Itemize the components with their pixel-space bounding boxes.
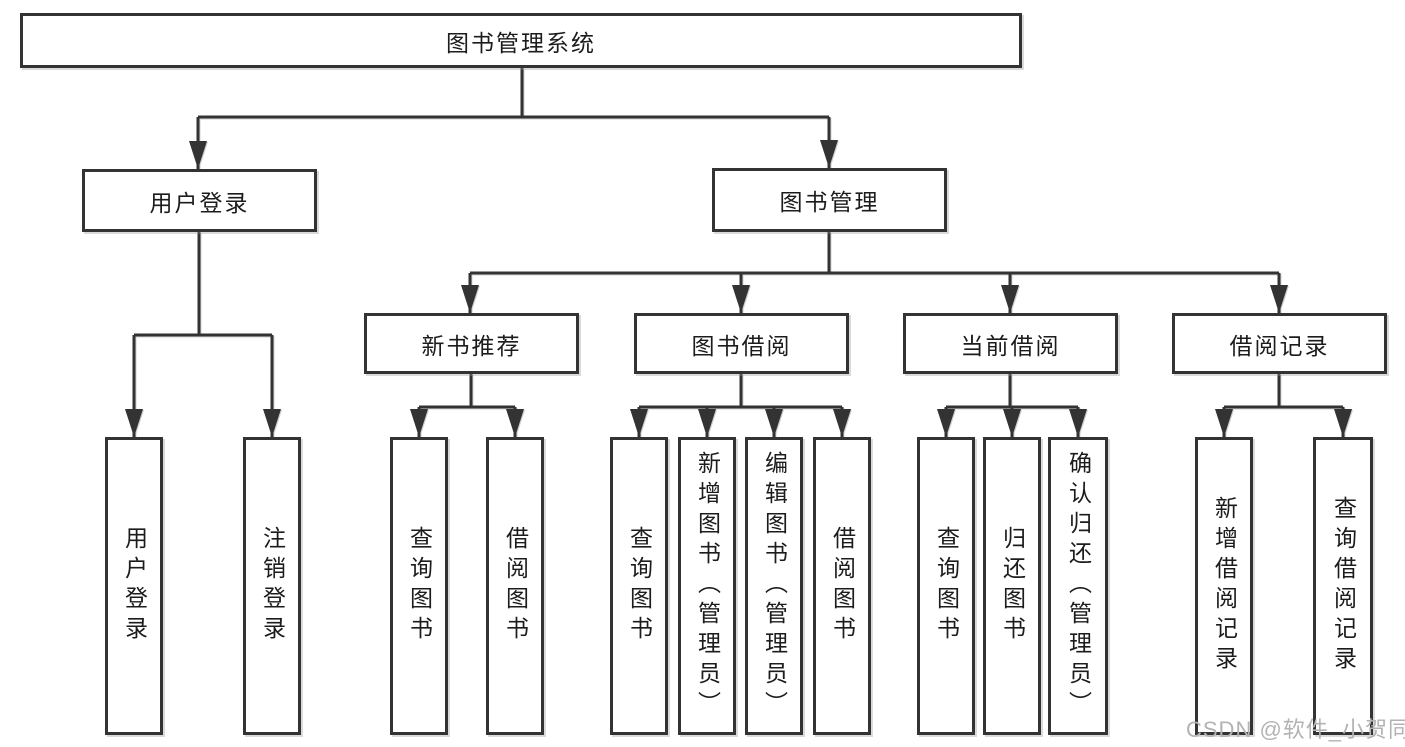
node-library-system: 图书管理系统: [20, 13, 1022, 68]
leaf-label: 用户登录: [121, 526, 148, 646]
node-label: 新书推荐: [421, 332, 522, 359]
node-book-management: 图书管理: [712, 168, 947, 232]
node-user-login: 用户登录: [82, 169, 317, 232]
arrow-down-icon: [1069, 409, 1087, 437]
csdn-watermark: CSDN @软件_小贺同学: [1186, 717, 1405, 742]
node-label: 用户登录: [149, 189, 250, 216]
leaf-borrow-book: 借阅图书: [813, 437, 871, 735]
leaf-user-login: 用户登录: [105, 437, 163, 735]
arrow-down-icon: [189, 141, 207, 169]
arrow-down-icon: [833, 409, 851, 437]
node-label: 当前借阅: [960, 332, 1061, 359]
node-label: 图书管理: [779, 189, 880, 215]
leaf-label: 查询图书: [626, 526, 653, 646]
leaf-return-book: 归还图书: [983, 437, 1041, 735]
node-book-borrow: 图书借阅: [634, 313, 849, 374]
arrow-down-icon: [630, 409, 648, 437]
arrow-down-icon: [820, 140, 838, 168]
arrow-down-icon: [698, 409, 716, 437]
node-label: 图书借阅: [691, 332, 792, 359]
leaf-label: 确认归还（管理员）: [1065, 451, 1092, 721]
leaf-label: 注销登录: [259, 526, 286, 646]
leaf-label: 查询图书: [933, 526, 960, 646]
arrow-down-icon: [1334, 409, 1352, 437]
arrow-down-icon: [765, 409, 783, 437]
leaf-label: 编辑图书（管理员）: [761, 451, 788, 721]
node-new-book-recommend: 新书推荐: [364, 313, 579, 374]
arrow-down-icon: [1270, 285, 1288, 313]
arrow-down-icon: [1003, 409, 1021, 437]
node-borrow-record: 借阅记录: [1172, 313, 1387, 374]
node-label: 借阅记录: [1229, 332, 1330, 359]
leaf-label: 查询借阅记录: [1330, 496, 1357, 676]
leaf-query-book: 查询图书: [610, 437, 668, 735]
arrow-down-icon: [732, 285, 750, 313]
arrow-down-icon: [1215, 409, 1233, 437]
leaf-label: 借阅图书: [829, 526, 856, 646]
leaf-query-book-recommend: 查询图书: [390, 437, 448, 735]
leaf-label: 归还图书: [999, 526, 1026, 646]
leaf-query-borrow-record: 查询借阅记录: [1313, 437, 1373, 735]
leaf-confirm-return-admin: 确认归还（管理员）: [1048, 437, 1108, 735]
node-label: 图书管理系统: [446, 29, 596, 56]
leaf-borrow-book-recommend: 借阅图书: [486, 437, 544, 735]
arrow-down-icon: [410, 409, 428, 437]
node-current-borrow: 当前借阅: [903, 313, 1118, 374]
arrow-down-icon: [937, 409, 955, 437]
arrow-down-icon: [263, 409, 281, 437]
arrow-down-icon: [461, 285, 479, 313]
arrow-down-icon: [125, 409, 143, 437]
leaf-label: 查询图书: [406, 526, 433, 646]
leaf-edit-book-admin: 编辑图书（管理员）: [745, 437, 803, 735]
leaf-label: 新增图书（管理员）: [694, 451, 721, 721]
arrow-down-icon: [506, 409, 524, 437]
leaf-label: 借阅图书: [502, 526, 529, 646]
arrowheads: [125, 140, 1352, 437]
leaf-add-book-admin: 新增图书（管理员）: [678, 437, 736, 735]
leaf-logout: 注销登录: [243, 437, 301, 735]
arrow-down-icon: [1001, 285, 1019, 313]
leaf-add-borrow-record: 新增借阅记录: [1195, 437, 1253, 735]
leaf-query-book-current: 查询图书: [917, 437, 975, 735]
leaf-label: 新增借阅记录: [1211, 496, 1238, 676]
